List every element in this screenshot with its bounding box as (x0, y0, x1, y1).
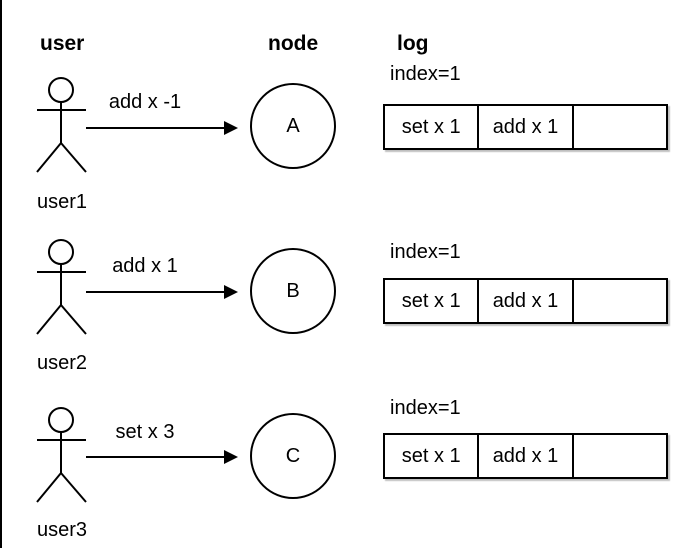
arrow-icon (86, 450, 238, 464)
node-circle: A (250, 83, 336, 169)
log-table: set x 1 add x 1 (383, 104, 668, 150)
node-circle: C (250, 413, 336, 499)
log-cell-empty (574, 435, 666, 477)
user-label: user3 (36, 519, 88, 541)
log-cell: add x 1 (479, 280, 574, 322)
log-cell: set x 1 (385, 435, 480, 477)
user-label: user1 (36, 191, 88, 213)
log-table: set x 1 add x 1 (383, 433, 668, 479)
node-circle: B (250, 248, 336, 334)
log-cell: set x 1 (385, 280, 480, 322)
column-header-log: log (397, 32, 429, 55)
column-header-node: node (268, 32, 319, 55)
node-label: C (285, 444, 301, 467)
column-header-user: user (40, 32, 85, 55)
arrow-label: add x 1 (112, 255, 178, 277)
log-index-label: index=1 (390, 63, 461, 85)
log-cell-empty (574, 280, 666, 322)
log-cell-empty (574, 106, 666, 148)
left-border-line (0, 0, 2, 548)
node-label: B (286, 279, 300, 302)
node-label: A (286, 114, 300, 137)
log-table: set x 1 add x 1 (383, 278, 668, 324)
arrow-label: add x -1 (108, 91, 182, 113)
arrow-icon (86, 285, 238, 299)
log-cell: add x 1 (479, 435, 574, 477)
log-index-label: index=1 (390, 397, 461, 419)
user-label: user2 (36, 352, 88, 374)
stick-figure-icon (36, 239, 87, 335)
arrow-icon (86, 121, 238, 135)
log-cell: add x 1 (479, 106, 574, 148)
stick-figure-icon (36, 77, 87, 173)
stick-figure-icon (36, 407, 87, 503)
arrow-label: set x 3 (115, 421, 175, 443)
log-cell: set x 1 (385, 106, 480, 148)
log-index-label: index=1 (390, 241, 461, 263)
